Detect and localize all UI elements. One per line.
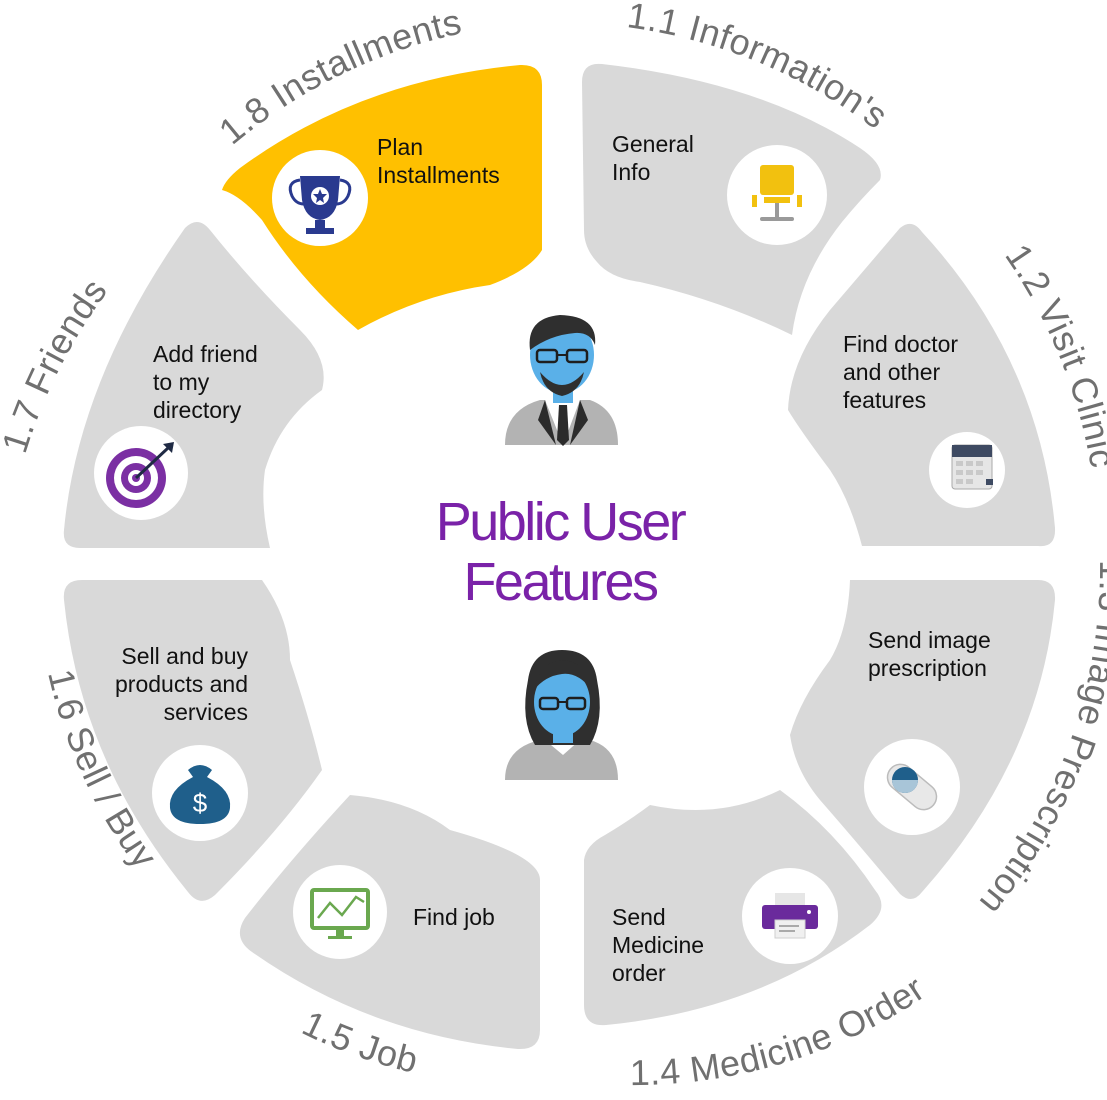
segment-1-5[interactable] xyxy=(239,795,540,1050)
svg-text:$: $ xyxy=(193,788,208,818)
man-avatar-icon xyxy=(505,315,618,446)
segment-1-6-text-line: Sell and buy xyxy=(121,643,248,669)
segment-1-6[interactable] xyxy=(63,580,323,901)
trophy-icon xyxy=(272,150,368,246)
segment-1-5-shape xyxy=(239,795,540,1050)
segment-1-4-shape xyxy=(584,790,882,1026)
center-title-line-1: Public User xyxy=(436,492,687,552)
pill-capsule-icon xyxy=(864,739,960,835)
segment-1-4[interactable] xyxy=(584,790,882,1026)
chart-monitor-icon xyxy=(293,865,387,959)
calendar-icon xyxy=(929,432,1005,508)
segment-1-5-text-line: Find job xyxy=(413,904,495,930)
segment-1-8[interactable] xyxy=(222,64,542,331)
segment-1-4-text-line: Medicine xyxy=(612,932,704,958)
segment-1-6-shape xyxy=(63,580,323,901)
segment-1-6-text-line: services xyxy=(164,699,248,725)
printer-icon xyxy=(742,868,838,964)
segment-1-1-text-line: Info xyxy=(612,159,650,185)
office-chair-icon xyxy=(727,145,827,245)
segment-1-8-shape xyxy=(222,64,542,331)
segment-1-3[interactable] xyxy=(790,580,1056,900)
money-bag-icon: $ xyxy=(152,745,248,841)
segment-1-3-text-line: prescription xyxy=(868,655,987,681)
segment-1-6-text-line: products and xyxy=(115,671,248,697)
segment-1-2-text-line: Find doctor xyxy=(843,331,958,357)
segment-1-4-text-line: Send xyxy=(612,904,666,930)
segment-1-3-shape xyxy=(790,580,1056,900)
segment-1-8-text-line: Installments xyxy=(377,162,500,188)
segment-1-2-text-line: features xyxy=(843,387,926,413)
woman-avatar-icon xyxy=(505,650,618,780)
segment-1-7-text-line: to my xyxy=(153,369,210,395)
segment-1-8-text-line: Plan xyxy=(377,134,423,160)
segment-1-1-text-line: General xyxy=(612,131,694,157)
center-title-line-2: Features xyxy=(463,552,658,612)
segment-1-7-text-line: directory xyxy=(153,397,242,423)
target-icon xyxy=(94,426,188,520)
segment-1-2-text-line: and other xyxy=(843,359,941,385)
segment-1-4-text-line: order xyxy=(612,960,666,986)
segment-1-3-text-line: Send image xyxy=(868,627,991,653)
segment-1-7-text-line: Add friend xyxy=(153,341,258,367)
